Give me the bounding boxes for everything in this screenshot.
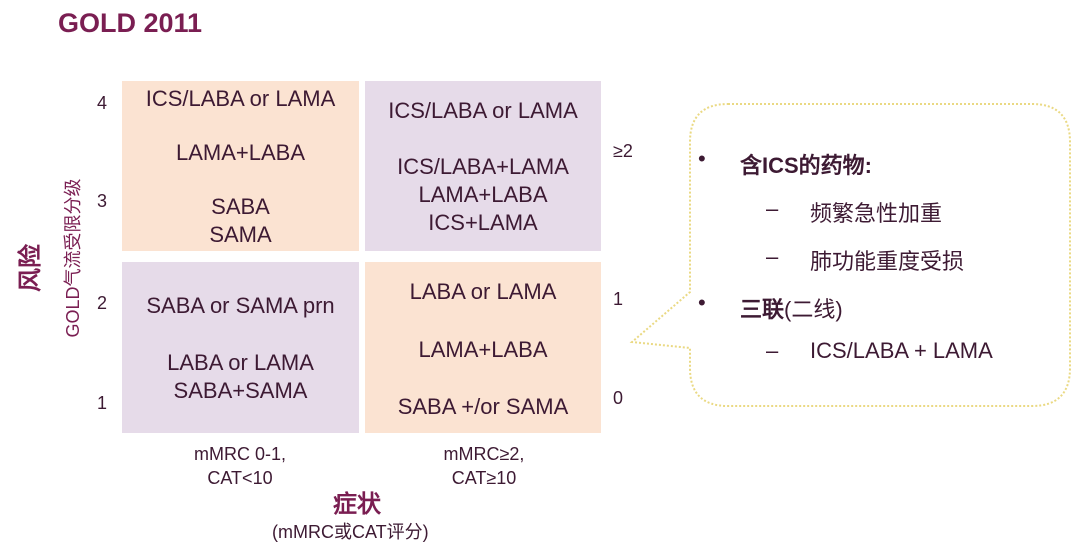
cell-text: ICS/LABA or LAMA — [388, 98, 578, 123]
left-tick-2: 2 — [97, 293, 108, 313]
left-tick-1: 1 — [97, 393, 108, 413]
x-axis-subtitle: (mMRC或CAT评分) — [272, 522, 429, 542]
callout-subitem: ICS/LABA + LAMA — [810, 338, 993, 363]
page-title: GOLD 2011 — [58, 8, 203, 38]
x-label-line: CAT<10 — [207, 468, 273, 488]
bullet-dot: • — [698, 290, 706, 315]
dash-mark: – — [766, 338, 779, 363]
callout-item-triple-bold: 三联 — [740, 297, 785, 322]
cell-text: ICS/LABA or LAMA — [145, 86, 336, 111]
right-tick-0: 0 — [613, 388, 624, 408]
cell-text: SABA — [211, 194, 270, 219]
dash-mark: – — [766, 244, 779, 269]
callout-outline — [629, 103, 1071, 407]
cell-text: LABA or LAMA — [409, 279, 557, 304]
cell-top-right: ICS/LABA or LAMA ICS/LABA+LAMA LAMA+LABA… — [365, 81, 601, 251]
cell-text: ICS/LABA+LAMA — [397, 154, 569, 179]
left-tick-3: 3 — [97, 191, 108, 211]
callout-subitem: 频繁急性加重 — [810, 201, 943, 226]
x-label-line: CAT≥10 — [451, 468, 517, 488]
x-label-low: mMRC 0-1, CAT<10 — [140, 442, 340, 490]
cell-text: LAMA+LABA — [418, 336, 548, 362]
x-label-high: mMRC≥2, CAT≥10 — [384, 442, 584, 490]
cell-bottom-left: SABA or SAMA prn LABA or LAMA SABA+SAMA — [122, 262, 359, 433]
cell-text: SABA or SAMA prn — [146, 293, 335, 318]
dash-mark: – — [766, 196, 779, 221]
callout-item-triple-rest: (二线) — [784, 297, 843, 322]
cell-text: LAMA+LABA — [418, 182, 548, 207]
right-tick-ge2: ≥2 — [613, 141, 633, 161]
x-label-line: mMRC≥2, — [443, 444, 525, 464]
cell-text: ICS+LAMA — [428, 210, 538, 235]
x-label-line: mMRC 0-1, — [193, 444, 286, 464]
cell-text: SABA +/or SAMA — [397, 394, 569, 419]
cell-group: SABA SAMA — [209, 193, 271, 249]
x-axis-title: 症状 — [333, 491, 381, 518]
cell-text: SAMA — [209, 222, 272, 247]
callout-item-ics: 含ICS的药物: — [740, 153, 873, 178]
left-tick-4: 4 — [97, 93, 108, 113]
right-tick-1: 1 — [613, 289, 624, 309]
callout-subitem: 肺功能重度受损 — [810, 249, 965, 274]
cell-group: ICS/LABA+LAMA LAMA+LABA ICS+LAMA — [397, 153, 569, 237]
cell-bottom-right: LABA or LAMA LAMA+LABA SABA +/or SAMA — [365, 262, 601, 433]
callout-item-triple: 三联(二线) — [740, 292, 843, 324]
cell-group: LABA or LAMA SABA+SAMA — [167, 349, 314, 405]
bullet-dot: • — [698, 146, 706, 171]
cell-top-left: ICS/LABA or LAMA LAMA+LABA SABA SAMA — [122, 81, 359, 251]
cell-text: SABA+SAMA — [173, 378, 308, 403]
cell-text: LABA or LAMA — [167, 350, 314, 375]
cell-text: LAMA+LABA — [175, 140, 305, 165]
